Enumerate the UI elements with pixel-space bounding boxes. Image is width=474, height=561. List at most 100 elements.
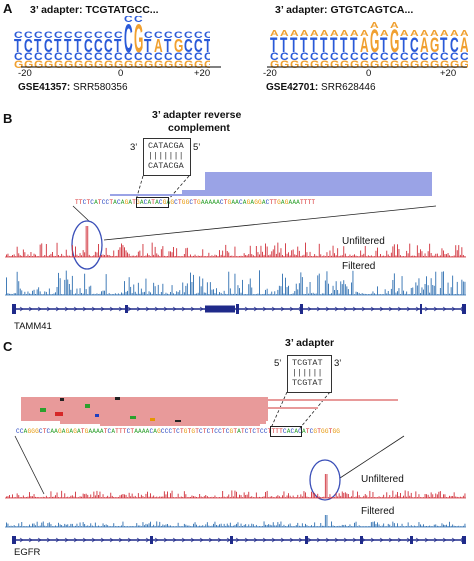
coverage-bar <box>328 283 329 295</box>
coverage-bar <box>199 276 201 295</box>
c-gene-model <box>12 536 466 544</box>
coverage-bar <box>84 494 86 498</box>
coverage-bar <box>420 293 421 295</box>
coverage-bar <box>145 255 147 257</box>
coverage-bar <box>142 244 144 257</box>
coverage-bar <box>176 526 178 527</box>
coverage-bar <box>257 252 259 257</box>
coverage-bar <box>6 496 7 498</box>
c-box-prime-left: 5’ <box>274 358 282 369</box>
coverage-bar <box>423 524 424 527</box>
coverage-bar <box>372 521 374 527</box>
coverage-bar <box>297 289 299 295</box>
coverage-bar <box>384 256 386 257</box>
logo-letter: T <box>350 32 358 57</box>
coverage-bar <box>176 248 178 257</box>
coverage-bar <box>157 284 159 295</box>
coverage-bar <box>453 525 455 527</box>
coverage-bar <box>99 293 101 295</box>
coverage-bar <box>94 522 96 527</box>
coverage-bar <box>260 497 262 498</box>
coverage-bar <box>295 497 297 498</box>
coverage-bar <box>91 497 93 498</box>
logo-letter: T <box>380 32 388 57</box>
coverage-bar <box>323 293 325 295</box>
coverage-bar <box>180 496 182 498</box>
coverage-bar <box>387 523 389 527</box>
coverage-bar <box>82 250 84 257</box>
coverage-bar <box>223 523 225 527</box>
logo-letter: C <box>194 30 203 40</box>
coverage-bar <box>303 491 305 498</box>
coverage-bar <box>367 255 369 257</box>
logo-letter: C <box>174 52 183 63</box>
coverage-bar <box>223 255 225 257</box>
coverage-bar <box>306 252 308 257</box>
coverage-bar <box>326 252 328 257</box>
coverage-bar <box>424 284 426 295</box>
coverage-bar <box>251 287 253 295</box>
coverage-bar <box>88 286 90 295</box>
coverage-bar <box>52 496 53 498</box>
coverage-bar <box>240 495 242 498</box>
coverage-bar <box>144 525 145 527</box>
coverage-bar <box>312 292 314 295</box>
coverage-bar <box>386 526 388 527</box>
coverage-bar <box>223 290 225 295</box>
coverage-bar <box>335 526 337 527</box>
coverage-bar <box>266 490 268 498</box>
coverage-bar <box>56 526 58 527</box>
coverage-bar <box>378 496 380 498</box>
coverage-bar <box>25 294 27 295</box>
coverage-bar <box>36 256 38 257</box>
logo-letter: A <box>370 22 379 31</box>
coverage-bar <box>202 525 204 527</box>
coverage-bar <box>464 523 466 527</box>
coverage-bar <box>32 290 33 295</box>
logo-letter: C <box>124 17 133 62</box>
logo-letter: G <box>24 60 34 71</box>
coverage-bar <box>59 278 61 295</box>
logo-letter: G <box>360 60 370 71</box>
coverage-bar <box>386 250 388 257</box>
coverage-bar <box>430 492 432 498</box>
coverage-bar <box>190 497 191 498</box>
logo-letter: T <box>340 32 348 57</box>
coverage-bar <box>306 525 308 527</box>
coverage-bar <box>441 271 443 295</box>
coverage-bar <box>449 521 450 527</box>
coverage-bar <box>130 286 132 295</box>
coverage-bar <box>398 288 400 295</box>
coverage-bar <box>208 252 210 257</box>
coverage-bar <box>183 491 185 498</box>
coverage-bar <box>165 292 167 295</box>
logo-letter: T <box>320 32 328 57</box>
b-reference-sequence: TTCTCATCCTACAGATGACATACGAGCTGGCTGAAAAACT… <box>75 199 316 206</box>
coverage-bar <box>196 524 197 527</box>
coverage-bar <box>32 496 33 498</box>
coverage-bar <box>151 242 153 257</box>
logo-letter: C <box>280 52 289 63</box>
coverage-bar <box>107 254 109 257</box>
coverage-bar <box>341 491 343 498</box>
coverage-bar <box>82 493 84 498</box>
coverage-bar <box>381 255 383 257</box>
coverage-bar <box>167 524 168 527</box>
coverage-bar <box>196 497 197 498</box>
coverage-bar <box>121 525 122 527</box>
coverage-bar <box>214 495 216 498</box>
logo-letter: A <box>350 30 359 39</box>
logo-letter: A <box>420 30 429 39</box>
logo-letter: G <box>430 32 439 57</box>
logo-letter: C <box>390 52 399 63</box>
coverage-bar <box>200 496 202 498</box>
coverage-bar <box>213 289 214 295</box>
coverage-bar <box>226 251 228 257</box>
logo-letter: C <box>330 52 339 63</box>
logo-letter: A <box>360 30 369 39</box>
coverage-bar <box>137 282 139 295</box>
coverage-bar <box>125 250 127 257</box>
coverage-bar <box>202 249 204 257</box>
b-filtered-label: Filtered <box>342 261 376 272</box>
b-gene-label: TAMM41 <box>14 321 52 332</box>
